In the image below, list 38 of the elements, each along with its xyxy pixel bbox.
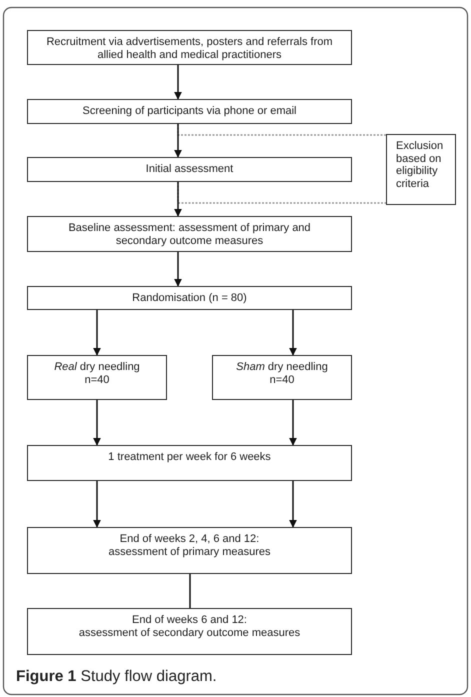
arrow [174,65,182,100]
arrow [174,124,182,158]
box-text: Baseline assessment: assessment of primary and secondary outcome measures [67,222,312,248]
box-text: n=40 [84,374,110,386]
arrow [93,481,101,528]
arrow [93,310,101,356]
box-text: Recruitment via advertisements, posters and referrals from allied health and medical practitioners [45,36,334,62]
side-note-box [386,134,456,205]
box-text: Real dry needling [54,361,140,374]
box-text: assessment of primary measures [108,546,270,558]
process-box [27,608,352,655]
connector-line [189,574,191,608]
arrow [93,400,101,446]
box-text: Exclusion based on eligibility criteria [396,140,444,190]
process-box [27,157,352,182]
box-text: End of weeks 6 and 12: [132,614,247,627]
process-box [27,527,352,574]
arrow [289,481,297,528]
box-text: assessment of secondary outcome measures [78,626,300,640]
box-text: Screening of participants via phone or email [82,105,296,118]
box-text: Initial assessment [146,163,234,176]
arrow [174,182,182,216]
box-text: n=40 [270,374,294,386]
process-box [27,445,352,481]
figure-caption: Figure 1 Study flow diagram. [16,668,217,686]
process-box [27,355,167,400]
box-text: End of weeks 2, 4, 6 and 12: [120,533,260,546]
process-box [27,286,352,310]
process-box [212,355,352,400]
process-box [27,99,352,124]
arrow [174,252,182,286]
box-text: Randomisation (n = 80) [132,292,247,305]
process-box [27,216,352,252]
box-text: 1 treatment per week for 6 weeks [108,451,271,464]
box-text: Sham dry needling [236,361,328,374]
arrow [289,400,297,446]
process-box [27,30,352,65]
arrow [289,310,297,356]
